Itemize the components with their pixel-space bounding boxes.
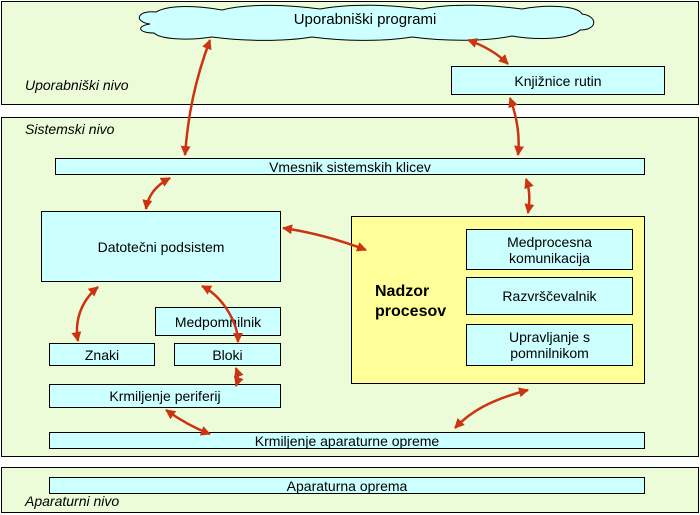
memory-management-label-line2: pomnilnikom (510, 345, 589, 361)
syscall-interface-box: Vmesnik sistemskih klicev (55, 158, 645, 175)
characters-label: Znaki (84, 346, 120, 363)
scheduler-label: Razvrščevalnik (502, 288, 597, 304)
system-level-label: Sistemski nivo (25, 121, 115, 137)
device-drivers-label: Krmiljenje periferij (109, 388, 221, 404)
arrow-drivers-to-hwcontrol (165, 408, 211, 436)
arrow-syscall-to-files (142, 176, 171, 210)
syscall-interface-label: Vmesnik sistemskih klicev (269, 158, 431, 175)
hardware-label: Aparaturna oprema (286, 477, 408, 494)
process-control-title: Nadzor procesov (375, 282, 465, 322)
user-level-label: Uporabniški nivo (25, 77, 129, 93)
ipc-label-line1: Medprocesna (507, 233, 592, 250)
arrow-files-to-blocks (201, 284, 243, 343)
hardware-level-label: Aparaturni nivo (25, 493, 120, 509)
blocks-label: Bloki (212, 346, 243, 363)
characters-box: Znaki (49, 343, 155, 366)
arrow-hwcontrol-to-process (454, 387, 529, 429)
ipc-box: Medprocesna komunikacija (466, 229, 633, 270)
hardware-control-box: Krmiljenje aparaturne opreme (49, 432, 645, 449)
file-subsystem-box: Datotečni podsistem (41, 211, 281, 282)
scheduler-box: Razvrščevalnik (466, 277, 633, 315)
arrow-files-to-characters (71, 286, 99, 342)
arrow-programs-to-libraries (467, 38, 509, 65)
routine-libraries-label: Knjižnice rutin (514, 72, 602, 89)
file-subsystem-label: Datotečni podsistem (97, 238, 225, 255)
device-drivers-box: Krmiljenje periferij (49, 384, 281, 408)
arrow-libraries-to-syscall (508, 97, 525, 156)
memory-management-label-line1: Upravljanje s (509, 329, 590, 345)
user-programs-cloud-icon (139, 4, 595, 41)
arrow-files-to-process (282, 224, 367, 252)
process-control-title-line2: procesov (375, 303, 447, 320)
routine-libraries-box: Knjižnice rutin (451, 66, 665, 95)
memory-management-box: Upravljanje s pomnilnikom (466, 324, 633, 366)
hardware-box: Aparaturna oprema (49, 477, 645, 494)
hardware-control-label: Krmiljenje aparaturne opreme (254, 432, 440, 449)
arrow-syscall-to-process (524, 178, 535, 214)
blocks-box: Bloki (174, 343, 281, 366)
arrow-programs-to-syscall (180, 39, 212, 156)
process-control-title-line1: Nadzor (375, 283, 430, 300)
user-programs-label: Uporabniški programi (293, 11, 437, 28)
arrow-blocks-to-drivers (234, 367, 244, 387)
ipc-label-line2: komunikacija (509, 249, 590, 266)
